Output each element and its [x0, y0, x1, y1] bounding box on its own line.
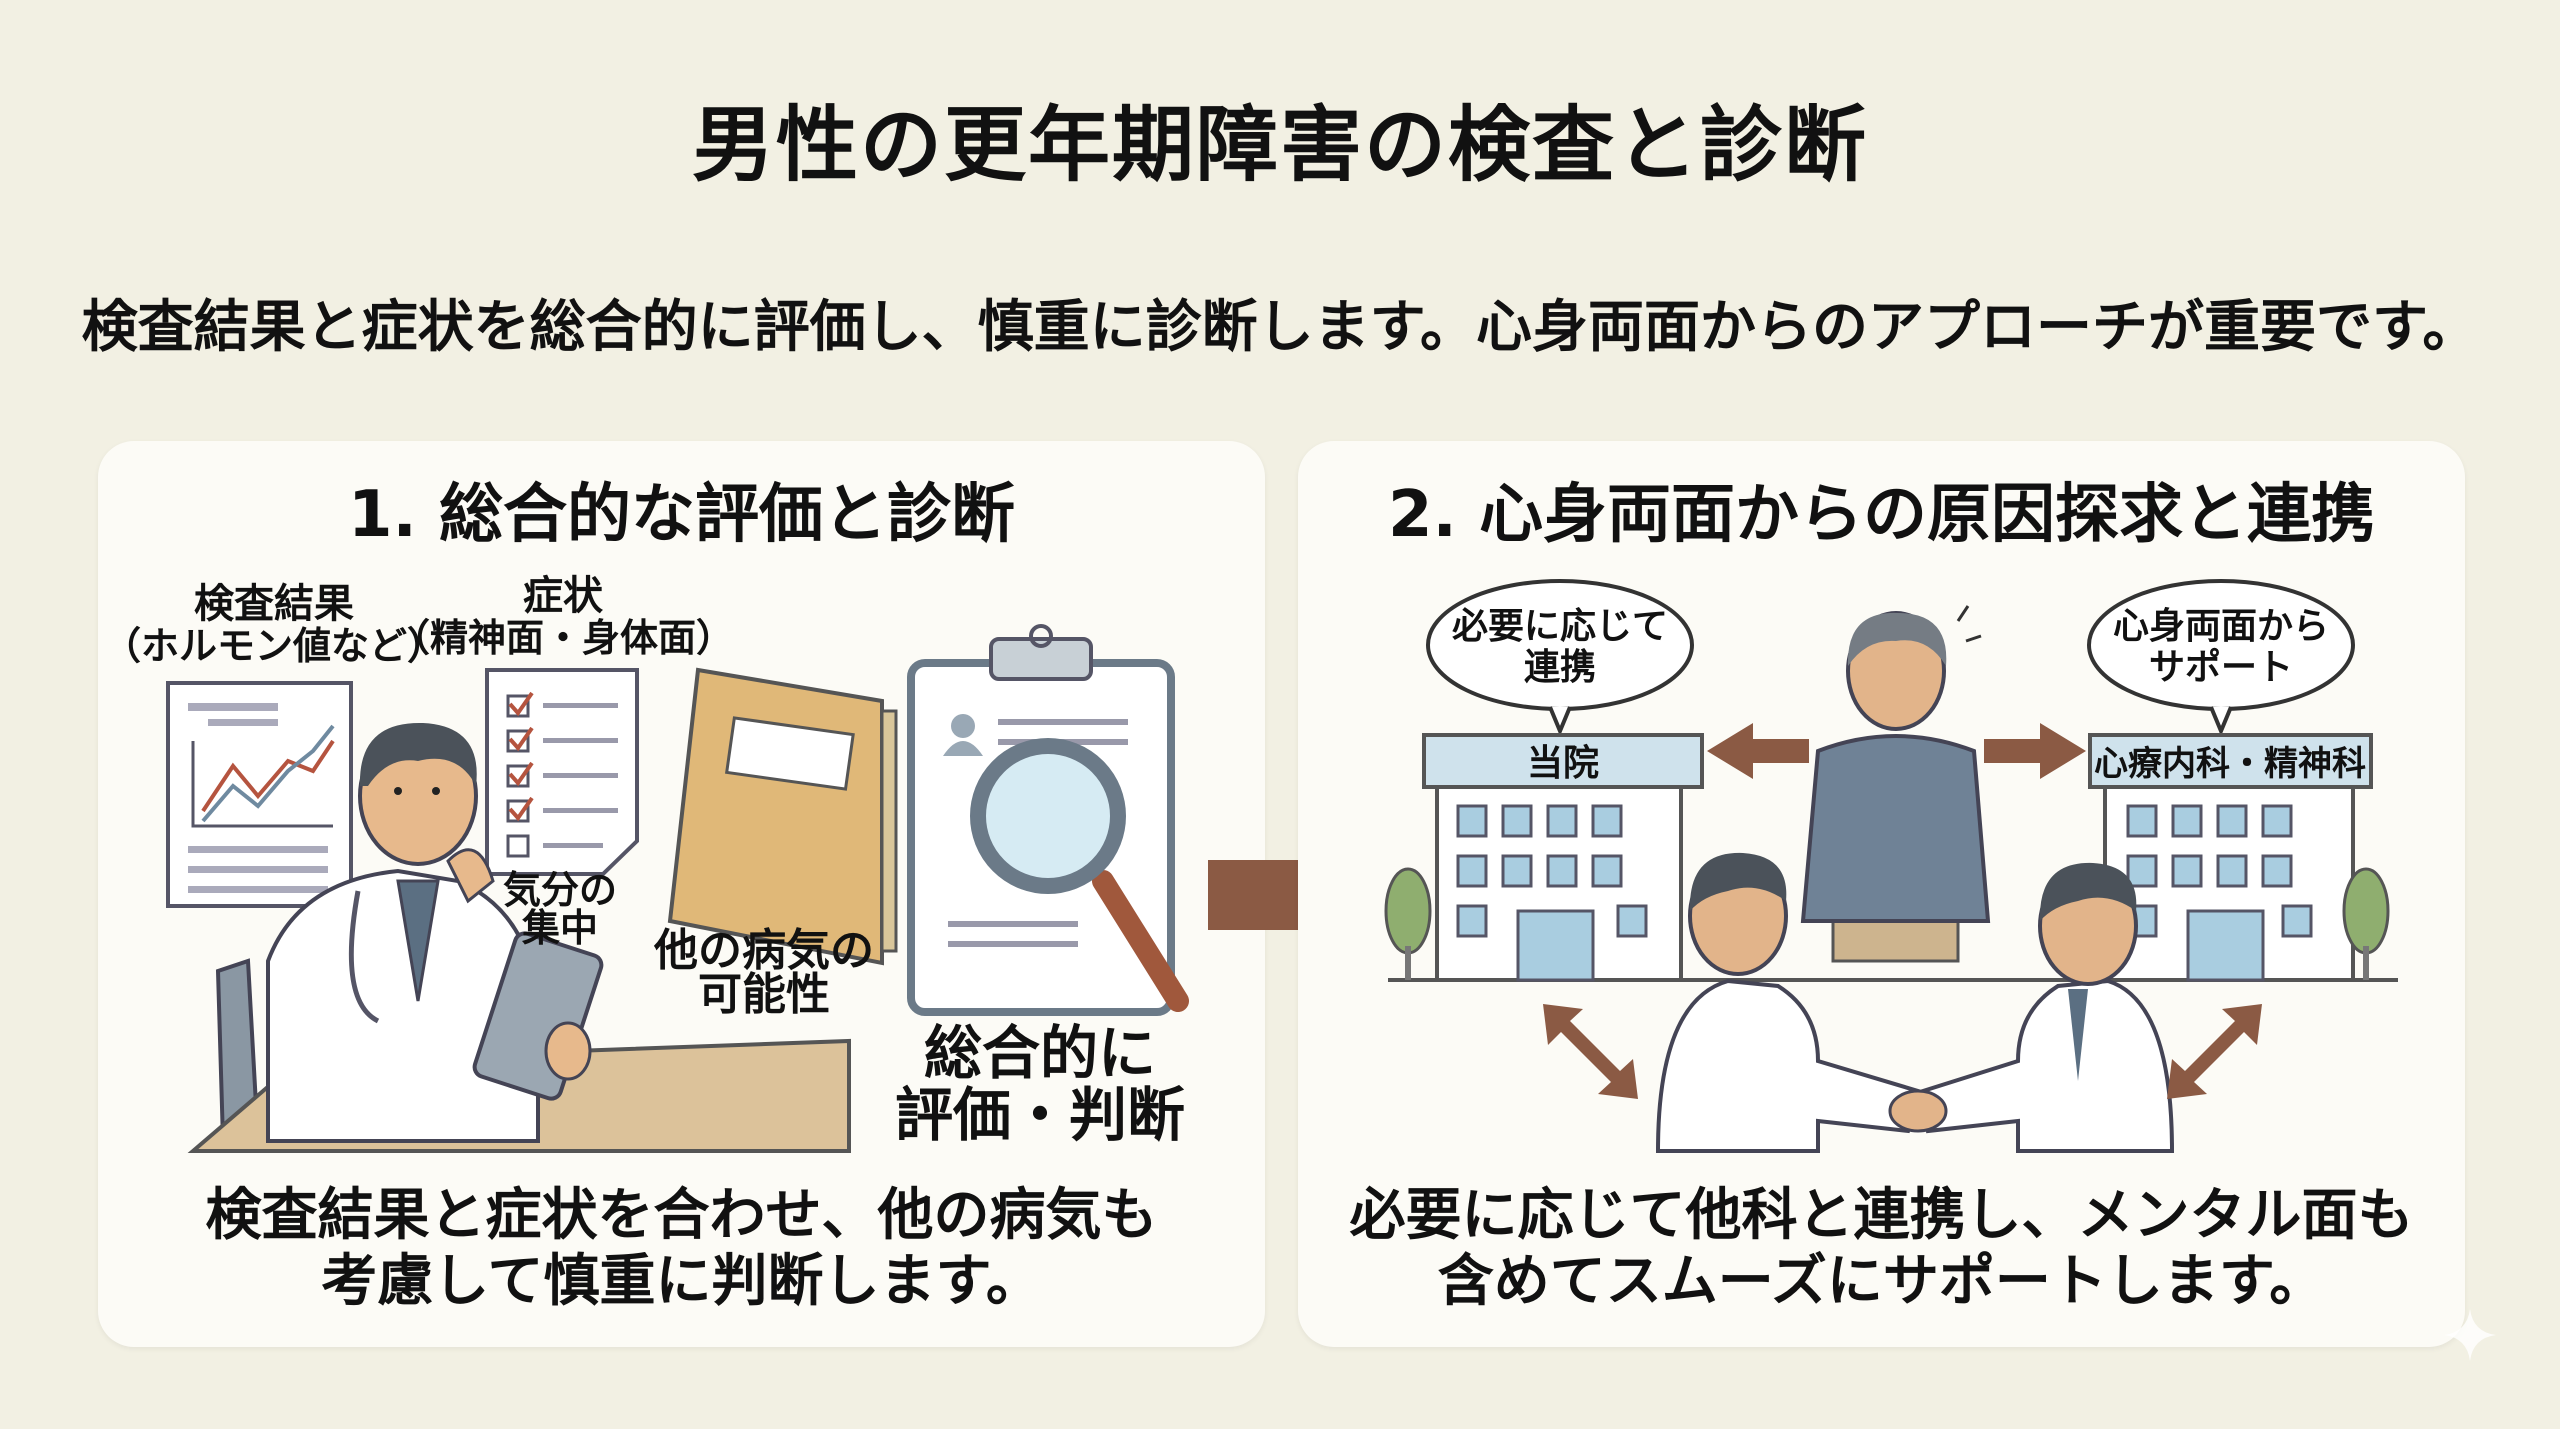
caption-line-1: 検査結果と症状を合わせ、他の病気も — [205, 1183, 1158, 1248]
doctor-at-desk-illustration — [187, 722, 851, 1153]
label-possibility: 可能性 — [698, 969, 830, 1020]
panel-heading: 2. 心身両面からの原因探求と連携 — [1387, 478, 2376, 552]
speech-bubble-right: 心身両面から サポート — [2087, 579, 2355, 737]
evaluation-illustration: 検査結果 （ホルモン値など） 症状 （精神面・身体面） 気分の 集中 他の病気の… — [103, 573, 1189, 1153]
lab-chart-icon — [166, 681, 353, 908]
clipboard-magnifier-icon — [907, 624, 1189, 1016]
sign-psychosomatic-psychiatry: 心療内科・精神科 — [2094, 744, 2366, 784]
label-test-results: 検査結果 — [194, 581, 354, 627]
patient-illustration — [1800, 605, 1991, 963]
arrow-left-icon — [1707, 723, 1809, 779]
symptom-checklist-icon — [485, 668, 639, 876]
page-title: 男性の更年期障害の検査と診断 — [691, 98, 1868, 193]
svg-text:心身両面から: 心身両面から — [2113, 606, 2329, 647]
medical-folder-icon — [667, 667, 898, 966]
cooperation-illustration: 必要に応じて 連携 心身両面から サポート 当院 心療内科・精神科 — [1384, 579, 2398, 1153]
panel-heading: 1. 総合的な評価と診断 — [347, 478, 1016, 552]
label-symptoms-sub: （精神面・身体面） — [392, 616, 734, 660]
svg-text:必要に応じて: 必要に応じて — [1452, 606, 1668, 647]
arrow-right-icon — [1984, 723, 2086, 779]
label-concentration: 集中 — [521, 906, 598, 950]
building-psychosomatic-psychiatry: 心療内科・精神科 — [2088, 733, 2390, 982]
label-other-disease: 他の病気の — [653, 925, 874, 976]
diagonal-arrows-icons — [1543, 1004, 2262, 1099]
sparkle-icon — [2444, 1309, 2496, 1361]
svg-text:連携: 連携 — [1524, 647, 1596, 688]
panel-cause-cooperation: 2. 心身両面からの原因探求と連携 必要に応じて 連携 心身両面から サポート … — [1298, 441, 2465, 1347]
page-subtitle: 検査結果と症状を総合的に評価し、慎重に診断します。心身両面からのアプローチが重要… — [81, 295, 2479, 360]
speech-bubble-left: 必要に応じて 連携 — [1426, 579, 1694, 737]
label-overall: 総合的に — [924, 1019, 1156, 1087]
label-evaluate-judge: 評価・判断 — [895, 1081, 1185, 1149]
panel-evaluation-diagnosis: 1. 総合的な評価と診断 — [98, 441, 1265, 1347]
label-test-results-sub: （ホルモン値など） — [103, 624, 445, 668]
panel-caption: 検査結果と症状を合わせ、他の病気も 考慮して慎重に判断します。 — [98, 1183, 1265, 1315]
label-mood: 気分の — [503, 868, 617, 912]
caption-line-2: 考慮して慎重に判断します。 — [321, 1249, 1042, 1314]
diagonal-arrow-left-icon — [1543, 1004, 1638, 1099]
panel-caption: 必要に応じて他科と連携し、メンタル面も 含めてスムーズにサポートします。 — [1298, 1183, 2465, 1315]
diagonal-arrow-right-icon — [2167, 1004, 2262, 1099]
svg-text:サポート: サポート — [2149, 646, 2293, 688]
caption-line-1: 必要に応じて他科と連携し、メンタル面も — [1349, 1183, 2414, 1248]
sign-our-clinic: 当院 — [1527, 743, 1599, 784]
caption-line-2: 含めてスムーズにサポートします。 — [1437, 1249, 2326, 1314]
building-our-clinic: 当院 — [1384, 733, 1704, 982]
label-symptoms: 症状 — [523, 573, 604, 619]
doctors-handshake-illustration — [1655, 852, 2175, 1153]
